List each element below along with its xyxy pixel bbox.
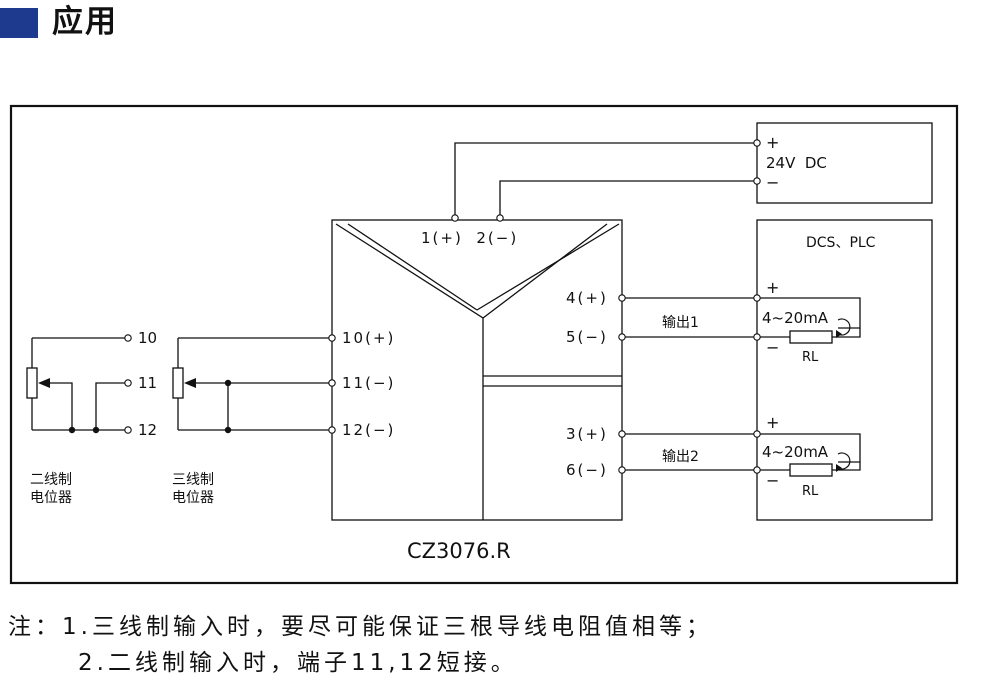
output-1-label: 输出1 bbox=[662, 315, 699, 331]
pot-terminal-11: 11 bbox=[138, 374, 157, 392]
terminal-6: 6(−) bbox=[566, 461, 608, 479]
pot-terminal-10: 10 bbox=[138, 329, 157, 347]
ch1-plus: + bbox=[766, 278, 779, 297]
model-label: CZ3076.R bbox=[407, 539, 511, 563]
terminal-4: 4(+) bbox=[566, 289, 608, 307]
ch1-rl: RL bbox=[802, 350, 819, 365]
transmitter-box bbox=[331, 219, 623, 521]
ch2-plus: + bbox=[766, 413, 779, 432]
pot-terminal-12: 12 bbox=[138, 421, 157, 439]
power-voltage: 24V DC bbox=[766, 154, 827, 172]
ch2-rl: RL bbox=[802, 484, 819, 499]
terminal-3: 3(+) bbox=[566, 425, 608, 443]
power-plus: + bbox=[766, 133, 779, 152]
power-supply-box bbox=[756, 122, 933, 204]
dcs-plc-box bbox=[756, 219, 933, 521]
ch1-minus: − bbox=[766, 338, 779, 357]
input-terminals: 1(+) 2(−) bbox=[421, 229, 518, 247]
note-line-2: 2.二线制输入时，端子11,12短接。 bbox=[78, 650, 518, 676]
ch1-current: 4~20mA bbox=[762, 309, 829, 327]
note-line-1: 注：1.三线制输入时，要尽可能保证三根导线电阻值相等； bbox=[8, 614, 713, 640]
two-wire-label-1: 二线制 bbox=[30, 472, 72, 488]
dcs-plc-title: DCS、PLC bbox=[806, 235, 876, 251]
header-marker bbox=[0, 8, 38, 38]
section-title: 应用 bbox=[52, 4, 118, 40]
terminal-11: 11(−) bbox=[342, 374, 395, 392]
output-2-label: 输出2 bbox=[662, 449, 699, 465]
terminal-10: 10(+) bbox=[342, 329, 395, 347]
ch2-minus: − bbox=[766, 471, 779, 490]
ch2-current: 4~20mA bbox=[762, 443, 829, 461]
three-wire-label-1: 三线制 bbox=[172, 472, 214, 488]
terminal-5: 5(−) bbox=[566, 328, 608, 346]
terminal-12: 12(−) bbox=[342, 421, 395, 439]
diagram-frame bbox=[9, 104, 959, 585]
two-wire-label-2: 电位器 bbox=[30, 490, 72, 506]
three-wire-label-2: 电位器 bbox=[172, 490, 214, 506]
power-minus: − bbox=[766, 173, 779, 192]
